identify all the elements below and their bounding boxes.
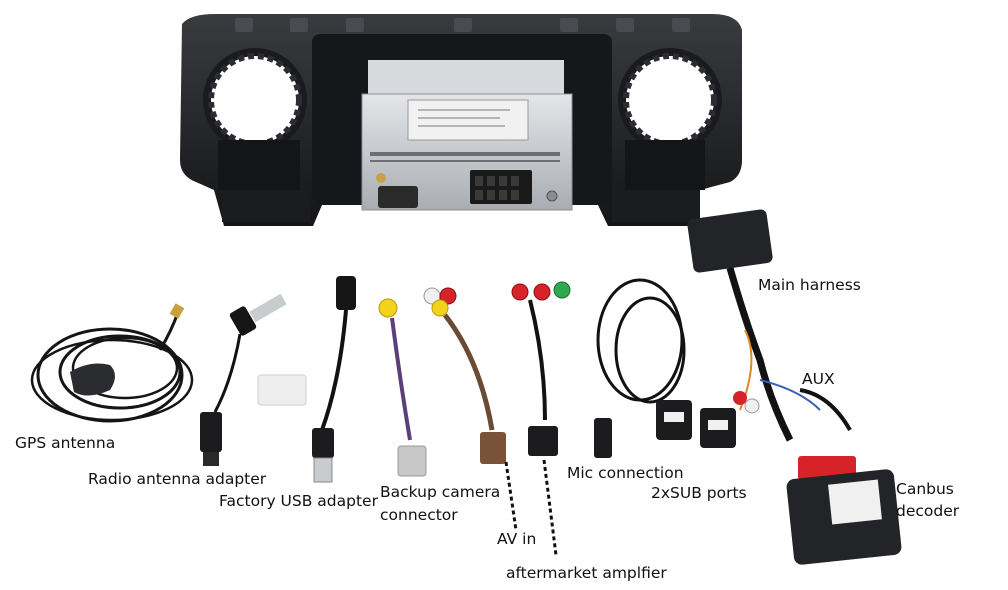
label-canbus-line1: Canbus: [896, 480, 954, 498]
label-canbus-line2: decoder: [896, 502, 960, 520]
label-radio-antenna-adapter: Radio antenna adapter: [88, 470, 267, 488]
label-backup-camera-line1: Backup camera: [380, 483, 501, 501]
adhesive-pad: [257, 374, 307, 406]
backup-camera-connector: [378, 298, 427, 477]
canbus-decoder: [786, 456, 902, 565]
label-backup-camera-line2: connector: [380, 506, 458, 524]
mic-and-sub-cables: [594, 278, 736, 458]
main-harness: [687, 209, 852, 442]
gps-antenna: [30, 303, 194, 423]
label-aux: AUX: [802, 370, 835, 388]
label-mic-connection: Mic connection: [567, 464, 684, 482]
head-unit-frame: [180, 14, 742, 226]
radio-antenna-adapter: [200, 293, 287, 466]
label-factory-usb-adapter: Factory USB adapter: [219, 492, 378, 510]
av-in-cable: [423, 287, 518, 531]
aftermarket-amplifier-cable: [511, 281, 571, 556]
label-av-in: AV in: [497, 530, 537, 548]
label-sub-ports: 2xSUB ports: [651, 484, 747, 502]
left-vent-ring: [203, 48, 310, 222]
factory-usb-adapter: [312, 276, 356, 483]
right-vent-ring: [612, 48, 722, 222]
label-main-harness: Main harness: [758, 276, 861, 294]
label-gps-antenna: GPS antenna: [15, 434, 116, 452]
metal-chassis: [361, 60, 573, 211]
label-aftermarket-amplifier: aftermarket amplfier: [506, 564, 667, 582]
